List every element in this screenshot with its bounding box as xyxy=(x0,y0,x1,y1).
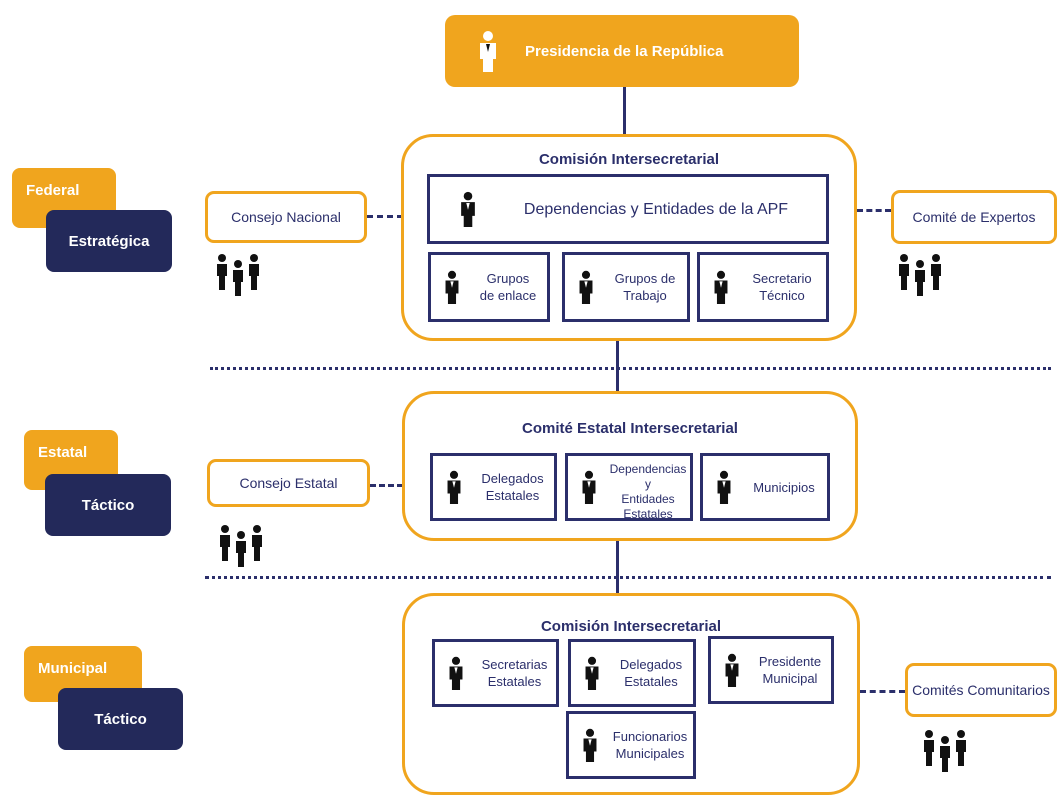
person-icon xyxy=(580,470,598,504)
level-separator xyxy=(205,576,1051,579)
group-icon xyxy=(920,729,970,778)
dash-connector xyxy=(860,690,905,693)
dash-connector xyxy=(367,215,403,218)
presidencia-box: Presidencia de la República xyxy=(445,15,799,87)
federal-main-unit: Dependencias y Entidades de la APF xyxy=(427,174,829,244)
level-separator xyxy=(210,367,1051,370)
person-icon xyxy=(458,191,478,227)
person-icon xyxy=(583,656,601,690)
person-icon xyxy=(577,270,595,304)
person-icon xyxy=(715,470,733,504)
level-tactico-municipal: Táctico xyxy=(58,688,183,750)
comites-comunitarios: Comités Comunitarios xyxy=(905,663,1057,717)
group-icon xyxy=(213,253,263,302)
estatal-title: Comité Estatal Intersecretarial xyxy=(522,420,738,437)
person-icon xyxy=(443,270,461,304)
person-icon xyxy=(477,30,499,72)
consejo-estatal: Consejo Estatal xyxy=(207,459,370,507)
consejo-nacional: Consejo Nacional xyxy=(205,191,367,243)
level-estrategica: Estratégica xyxy=(46,210,172,272)
person-icon xyxy=(447,656,465,690)
person-icon xyxy=(723,653,741,687)
level-tactico-estatal: Táctico xyxy=(45,474,171,536)
person-icon xyxy=(712,270,730,304)
presidencia-label: Presidencia de la República xyxy=(525,42,724,60)
comite-expertos: Comité de Expertos xyxy=(891,190,1057,244)
federal-title: Comisión Intersecretarial xyxy=(538,151,720,168)
person-icon xyxy=(445,470,463,504)
group-icon xyxy=(216,524,266,573)
connector-mid1 xyxy=(616,341,619,391)
dash-connector xyxy=(857,209,891,212)
estatal-unit-3: Municipios xyxy=(700,453,830,521)
municipal-title: Comisión Intersecretarial xyxy=(540,618,722,635)
connector-top xyxy=(623,87,626,135)
person-icon xyxy=(581,728,599,762)
dash-connector xyxy=(370,484,403,487)
group-icon xyxy=(895,253,945,302)
connector-mid2 xyxy=(616,541,619,593)
